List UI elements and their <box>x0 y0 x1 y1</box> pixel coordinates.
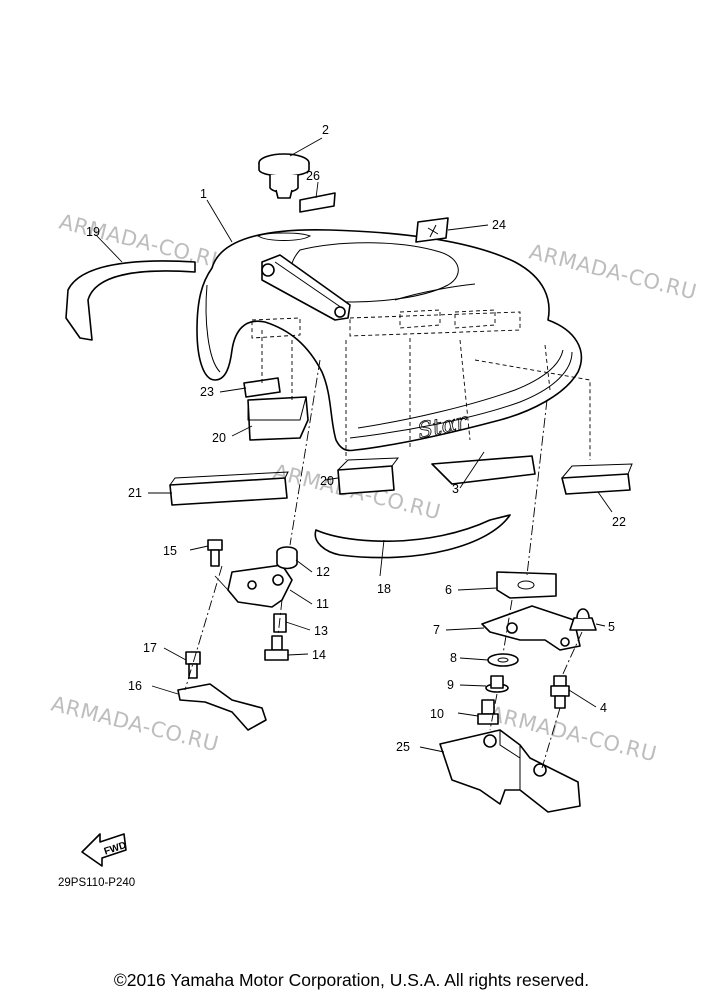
callout-26: 26 <box>306 169 320 183</box>
grommet-12 <box>276 546 298 570</box>
callout-9: 9 <box>447 678 454 692</box>
callout-20-left: 20 <box>212 431 226 445</box>
callout-21: 21 <box>128 486 142 500</box>
fwd-arrow-icon: FWD <box>81 833 128 867</box>
caution-label <box>299 192 336 213</box>
tank-bracket-assembly <box>261 254 351 321</box>
bracket-11 <box>227 564 293 608</box>
callout-16: 16 <box>128 679 142 693</box>
damper-23 <box>243 377 281 398</box>
damper-22 <box>561 463 633 495</box>
stay-16 <box>177 683 267 731</box>
copyright-text: ©2016 Yamaha Motor Corporation, U.S.A. A… <box>113 970 590 990</box>
bolt-4 <box>550 675 570 709</box>
callout-17: 17 <box>143 641 157 655</box>
callout-25: 25 <box>396 740 410 754</box>
callout-12: 12 <box>316 565 330 579</box>
bracket-7 <box>481 605 581 651</box>
callout-8: 8 <box>450 651 457 665</box>
bolt-10 <box>477 699 499 725</box>
collar-9 <box>485 675 509 693</box>
callout-18: 18 <box>377 582 391 596</box>
callout-24: 24 <box>492 218 506 232</box>
callout-23: 23 <box>200 385 214 399</box>
callout-10: 10 <box>430 707 444 721</box>
bolt-17 <box>185 651 201 679</box>
nut-5 <box>569 608 597 631</box>
rubber-strip <box>65 260 196 341</box>
collar-13 <box>273 613 287 633</box>
callout-20-center: 20 <box>320 474 334 488</box>
diagram-code: 29PS110-P240 <box>58 877 135 889</box>
bolt-14 <box>264 635 289 661</box>
damper-20-center <box>337 457 400 495</box>
callout-4: 4 <box>600 701 607 715</box>
cover-strip-18 <box>314 514 511 559</box>
callout-3: 3 <box>452 482 459 496</box>
callout-11: 11 <box>316 597 329 611</box>
damper-21 <box>169 471 289 506</box>
callout-13: 13 <box>314 624 328 638</box>
callout-5: 5 <box>608 620 615 634</box>
callout-7: 7 <box>433 623 440 637</box>
watermark-2: ARMADA-CO.RU <box>527 240 699 305</box>
callout-6: 6 <box>445 583 452 597</box>
assembly-lines <box>184 330 591 769</box>
damper-6 <box>496 571 557 599</box>
callout-1: 1 <box>200 187 207 201</box>
bolt-15 <box>207 539 223 567</box>
callout-22: 22 <box>612 515 626 529</box>
damper-20-left <box>247 396 309 441</box>
callout-2: 2 <box>322 123 329 137</box>
callout-15: 15 <box>163 544 177 558</box>
plate-3 <box>431 455 536 485</box>
callout-14: 14 <box>312 648 326 662</box>
emblem-label <box>415 217 449 243</box>
bracket-25 <box>439 729 581 813</box>
fuel-cap <box>258 153 310 199</box>
leader-lines <box>95 137 613 753</box>
callout-19: 19 <box>86 225 100 239</box>
callout-numbers: 1 2 3 4 5 6 7 8 9 10 11 12 13 14 15 16 1… <box>86 123 626 754</box>
washer-8 <box>487 653 519 667</box>
